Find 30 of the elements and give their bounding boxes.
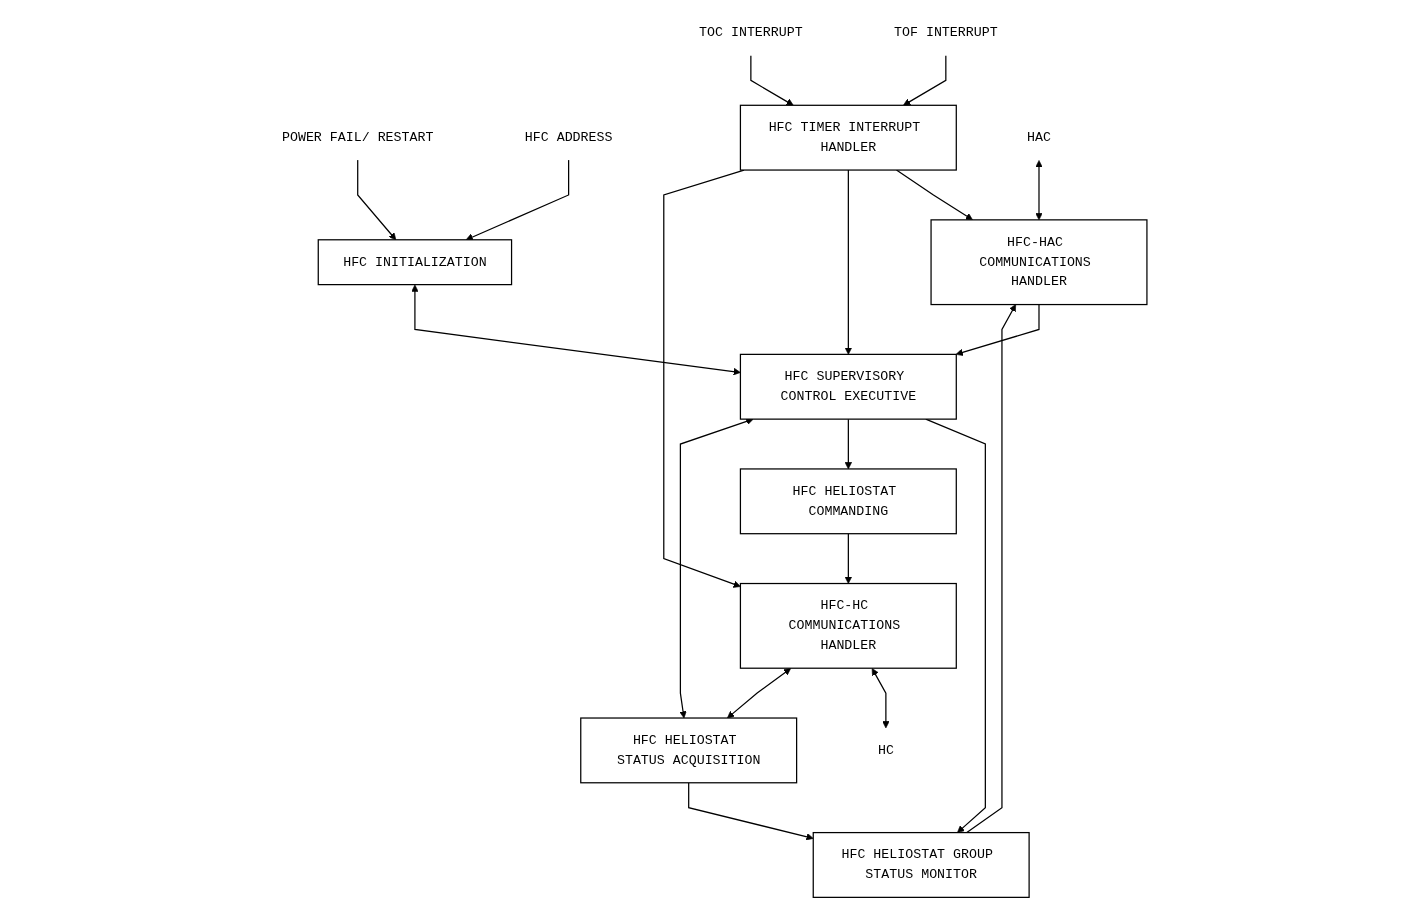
node-text: TOF INTERRUPT	[894, 25, 998, 41]
node-box: HFC HELIOSTAT STATUS ACQUISITION	[580, 717, 798, 784]
arrow	[727, 668, 791, 719]
arrow	[966, 304, 1016, 834]
arrow	[465, 159, 570, 241]
arrow	[688, 782, 814, 841]
node-text: POWER FAIL/ RESTART	[281, 130, 434, 146]
arrow	[844, 533, 852, 584]
arrow	[895, 169, 973, 221]
arrow	[903, 54, 947, 106]
arrow	[844, 418, 852, 470]
node-box: HFC-HC COMMUNICATIONS HANDLER	[739, 582, 957, 669]
node-box: HFC HELIOSTAT COMMANDING	[739, 468, 957, 535]
arrow	[750, 54, 794, 106]
node-box: HFC INITIALIZATION	[317, 239, 513, 286]
arrow	[411, 284, 741, 376]
node-box: HFC SUPERVISORY CONTROL EXECUTIVE	[739, 353, 957, 420]
arrow	[955, 303, 1040, 356]
arrow	[871, 668, 890, 729]
arrow	[925, 418, 986, 833]
node-box: HFC TIMER INTERRUPT HANDLER	[739, 104, 957, 171]
arrow	[357, 159, 397, 241]
node-text: HAC	[1027, 130, 1051, 146]
node-box: HFC HELIOSTAT GROUP STATUS MONITOR	[812, 831, 1030, 898]
node-text: HC	[877, 742, 894, 758]
node-box: HFC-HAC COMMUNICATIONS HANDLER	[930, 219, 1148, 306]
node-text: TOC INTERRUPT	[699, 25, 803, 41]
arrow	[1035, 160, 1043, 221]
arrow	[844, 169, 852, 355]
node-text: HFC ADDRESS	[524, 130, 613, 146]
